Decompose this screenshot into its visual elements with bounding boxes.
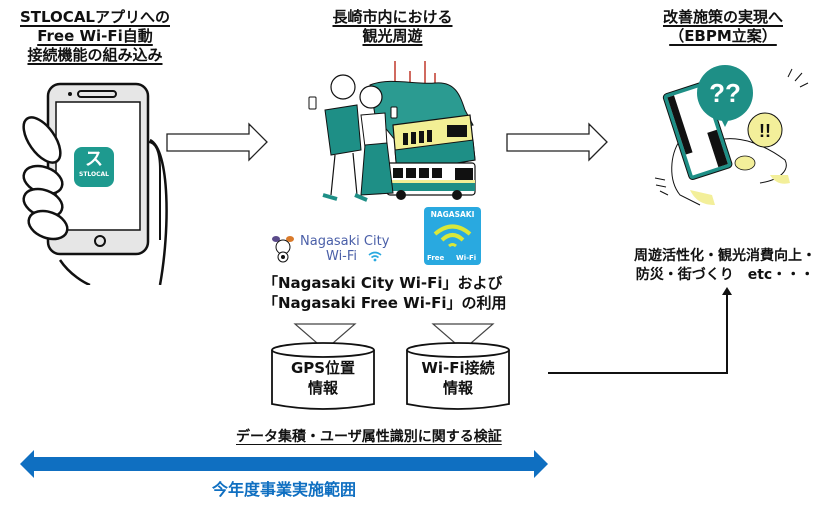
scope-double-arrow (20, 450, 548, 478)
mascot-icon (272, 236, 294, 263)
left-title-line: 接続機能の組み込み (27, 46, 163, 64)
city-wifi-logo-line2: Wi-Fi (326, 249, 358, 264)
wifi-usage-text: 「Nagasaki City Wi-Fi」および 「Nagasaki Free … (263, 273, 533, 313)
down-triangle-icon (293, 323, 357, 351)
exclaim-bubble (747, 112, 783, 148)
city-wifi-logo-line1: Nagasaki City (300, 234, 390, 249)
arrow-head-icon (722, 287, 732, 295)
db-label-line: 情報 (442, 379, 473, 397)
usage-line: 「Nagasaki Free Wi-Fi」の利用 (263, 294, 507, 312)
usage-line: 「Nagasaki City Wi-Fi」および (263, 274, 503, 292)
hollow-right-arrow-icon (166, 122, 268, 162)
db-label-line: Wi-Fi接続 (421, 359, 495, 377)
free-wifi-logo-free: Free (427, 254, 445, 262)
wifi-database-label: Wi-Fi接続 情報 (403, 358, 513, 398)
left-title-line: Free Wi-Fi自動 (37, 27, 153, 45)
hollow-right-arrow-icon (506, 122, 608, 162)
db-label-line: 情報 (307, 379, 338, 397)
connector-arrow (548, 287, 732, 374)
free-wifi-logo-wifi: Wi-Fi (456, 254, 477, 262)
app-icon-label: STLOCAL (79, 171, 109, 178)
gps-database-label: GPS位置 情報 (268, 358, 378, 398)
tram (392, 114, 476, 174)
question-bubble (697, 65, 753, 121)
wifi-waves-icon (433, 224, 472, 248)
outcome-line: 周遊活性化・観光消費向上・ (634, 248, 816, 264)
right-title-line: 改善施策の実現へ (662, 8, 783, 26)
outcome-text: 周遊活性化・観光消費向上・ 防災・街づくり etc・・・ (615, 247, 835, 285)
tourists (308, 74, 398, 202)
middle-column-title: 長崎市内における 観光周遊 (325, 8, 460, 46)
stlocal-app-icon[interactable]: ス STLOCAL (74, 147, 114, 187)
left-title-line: STLOCALアプリへの (20, 8, 170, 26)
wifi-database-cylinder (406, 342, 510, 410)
middle-title-line: 観光周遊 (362, 27, 423, 45)
nagasaki-free-wifi-logo: NAGASAKI Free Wi-Fi (424, 207, 481, 265)
right-title-line: （EBPM立案） (669, 27, 777, 45)
nagasaki-city-wifi-logo: Nagasaki City Wi-Fi (270, 232, 395, 268)
left-column-title: STLOCALアプリへの Free Wi-Fi自動 接続機能の組み込み (10, 8, 180, 65)
right-column-title: 改善施策の実現へ （EBPM立案） (648, 8, 798, 46)
db-label-line: GPS位置 (290, 359, 356, 377)
outcome-line: 防災・街づくり etc・・・ (635, 267, 815, 283)
sightseeing-illustration (308, 61, 476, 202)
middle-title-line: 長崎市内における (332, 8, 453, 26)
verification-label: データ集積・ユーザ属性識別に関する検証 (236, 429, 502, 445)
down-arrow-triangles (293, 323, 495, 351)
phone-question-illustration: ?? !! (654, 65, 809, 206)
down-triangle-icon (431, 323, 495, 351)
svg-text:!!: !! (759, 121, 771, 141)
scope-label: 今年度事業実施範囲 (211, 480, 356, 499)
wifi-icon (368, 251, 382, 262)
free-wifi-logo-title: NAGASAKI (430, 210, 475, 219)
app-icon-glyph: ス (85, 149, 103, 170)
svg-text:??: ?? (709, 78, 741, 108)
gps-database-cylinder (271, 342, 375, 410)
bus (386, 162, 476, 200)
